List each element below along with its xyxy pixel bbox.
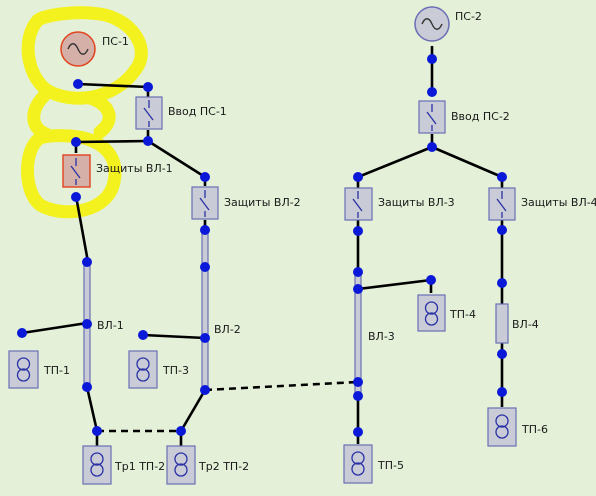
vl2-label: ВЛ-2 <box>214 323 241 336</box>
tp5-label: ТП-5 <box>377 459 404 472</box>
breaker-icon <box>143 100 154 127</box>
node[interactable] <box>426 275 436 285</box>
breaker-icon <box>70 158 81 185</box>
transformer-tr2-tp2[interactable]: Тр2 ТП-2 <box>166 445 249 485</box>
tp4-label: ТП-4 <box>449 308 476 321</box>
vl1-label: ВЛ-1 <box>97 319 124 332</box>
node[interactable] <box>71 137 81 147</box>
tr1-tp2-label: Тр1 ТП-2 <box>114 460 165 473</box>
overhead-line-vl2[interactable]: ВЛ-2 <box>201 232 241 390</box>
zashchity-vl4-label: Защиты ВЛ-4 <box>521 196 596 209</box>
node[interactable] <box>82 257 92 267</box>
transformer-icon <box>424 301 439 326</box>
highlight-scribble <box>21 6 148 219</box>
node[interactable] <box>200 225 210 235</box>
tr2-tp2-label: Тр2 ТП-2 <box>198 460 249 473</box>
node[interactable] <box>73 79 83 89</box>
node[interactable] <box>353 172 363 182</box>
node[interactable] <box>71 192 81 202</box>
breaker-icon <box>199 190 210 217</box>
ps2-label: ПС-2 <box>455 10 482 23</box>
node[interactable] <box>200 385 210 395</box>
switch-vvod-ps1[interactable]: Ввод ПС-1 <box>135 96 227 130</box>
node[interactable] <box>353 284 363 294</box>
vvod-ps2-label: Ввод ПС-2 <box>451 110 510 123</box>
transformer-tp1[interactable]: ТП-1 <box>8 350 70 389</box>
sine-icon <box>67 43 89 55</box>
node[interactable] <box>353 267 363 277</box>
node[interactable] <box>427 142 437 152</box>
node[interactable] <box>17 328 27 338</box>
node[interactable] <box>427 87 437 97</box>
tp6-label: ТП-6 <box>521 423 548 436</box>
node[interactable] <box>497 387 507 397</box>
switch-zashchity-vl3[interactable]: Защиты ВЛ-3 <box>344 187 455 221</box>
node[interactable] <box>176 426 186 436</box>
node[interactable] <box>353 391 363 401</box>
transformer-icon <box>16 357 31 382</box>
breaker-icon <box>352 191 363 218</box>
overhead-line-vl4[interactable]: ВЛ-4 <box>495 303 539 344</box>
source-ps1[interactable]: ПС-1 <box>60 31 129 67</box>
transformer-icon <box>136 357 150 382</box>
node[interactable] <box>497 278 507 288</box>
switch-zashchity-vl2[interactable]: Защиты ВЛ-2 <box>191 186 301 220</box>
node[interactable] <box>353 427 363 437</box>
node[interactable] <box>200 333 210 343</box>
node[interactable] <box>92 426 102 436</box>
node[interactable] <box>497 349 507 359</box>
node[interactable] <box>200 172 210 182</box>
node[interactable] <box>143 82 153 92</box>
transformer-tp3[interactable]: ТП-3 <box>128 350 189 389</box>
node[interactable] <box>200 262 210 272</box>
breaker-icon <box>496 191 507 218</box>
source-ps2[interactable]: ПС-2 <box>414 6 482 42</box>
vl3-label: ВЛ-3 <box>368 330 395 343</box>
vl4-label: ВЛ-4 <box>512 318 539 331</box>
sine-icon <box>421 18 443 30</box>
node[interactable] <box>497 225 507 235</box>
zashchity-vl2-label: Защиты ВЛ-2 <box>224 196 301 209</box>
tp3-label: ТП-3 <box>162 364 189 377</box>
transformer-icon <box>174 452 188 477</box>
ps1-label: ПС-1 <box>102 35 129 48</box>
transformer-icon <box>351 451 365 476</box>
vvod-ps1-label: Ввод ПС-1 <box>168 105 227 118</box>
transformer-tp6[interactable]: ТП-6 <box>487 407 548 447</box>
node[interactable] <box>82 382 92 392</box>
node[interactable] <box>497 172 507 182</box>
node[interactable] <box>138 330 148 340</box>
switch-zashchity-vl1[interactable]: Защиты ВЛ-1 <box>62 154 173 188</box>
transformer-tp4[interactable]: ТП-4 <box>417 294 476 332</box>
zashchity-vl1-label: Защиты ВЛ-1 <box>96 162 173 175</box>
switch-zashchity-vl4[interactable]: Защиты ВЛ-4 <box>488 187 596 221</box>
zashchity-vl3-label: Защиты ВЛ-3 <box>378 196 455 209</box>
switch-vvod-ps2[interactable]: Ввод ПС-2 <box>418 100 510 134</box>
node[interactable] <box>353 226 363 236</box>
node[interactable] <box>353 377 363 387</box>
connection-nodes <box>17 54 507 437</box>
node[interactable] <box>143 136 153 146</box>
transformer-tr1-tp2[interactable]: Тр1 ТП-2 <box>82 445 165 485</box>
transformer-tp5[interactable]: ТП-5 <box>343 444 404 484</box>
node[interactable] <box>427 54 437 64</box>
transformer-icon <box>495 414 509 439</box>
tp1-label: ТП-1 <box>43 364 70 377</box>
breaker-icon <box>426 104 437 131</box>
transformer-icon <box>90 452 104 477</box>
node[interactable] <box>82 319 92 329</box>
